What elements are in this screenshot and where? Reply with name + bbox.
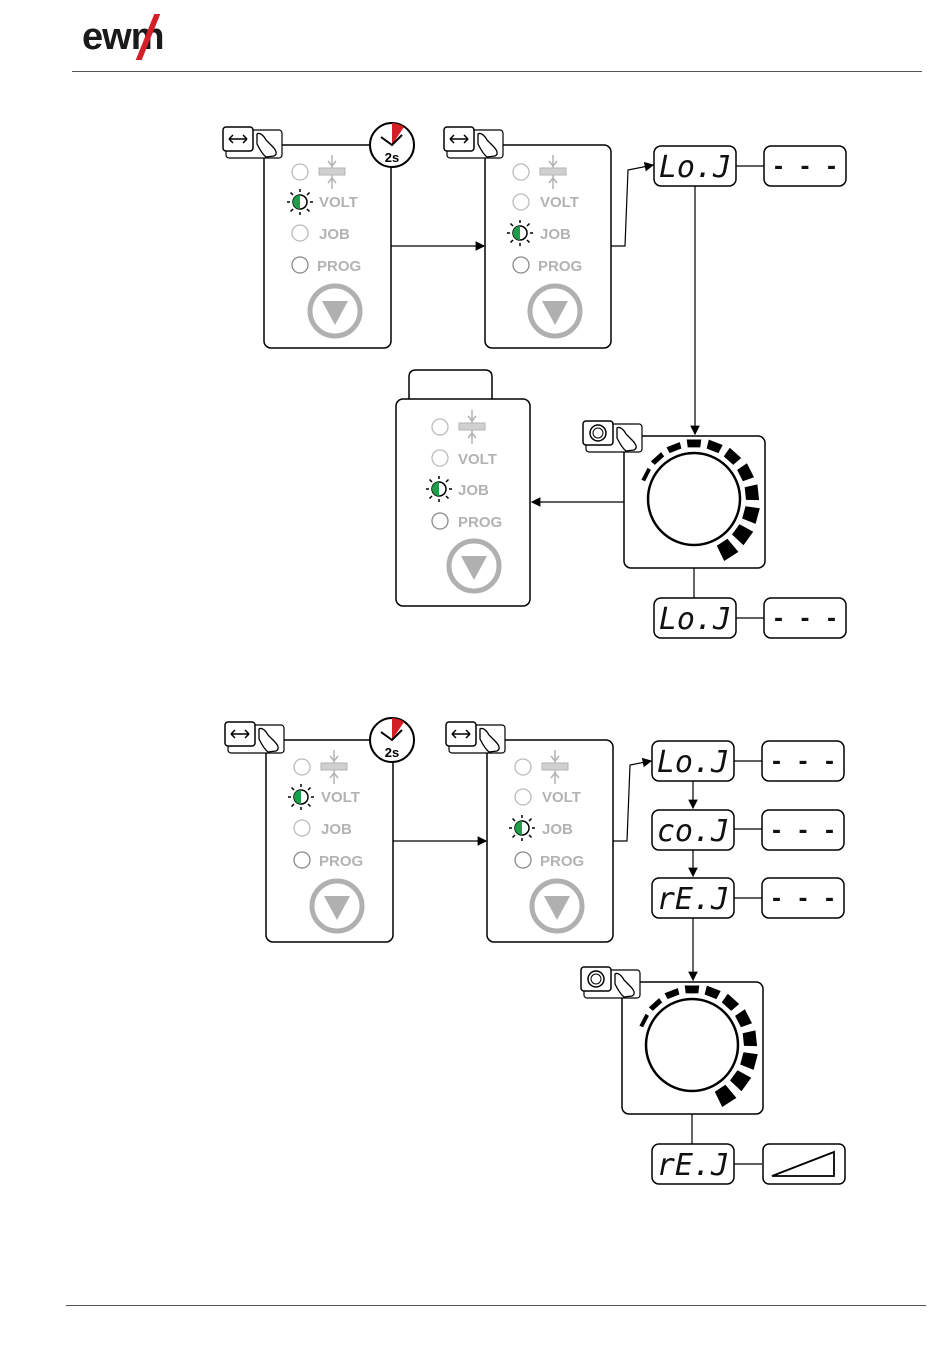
led-off-icon [432,513,448,529]
display-value-4: - - - [762,810,844,850]
display-value-3: - - - [762,741,844,781]
led-off-icon [513,257,529,273]
svg-text:2s: 2s [385,150,399,165]
volt-label: VOLT [319,194,358,211]
display-low-2: Lo.J [654,598,736,638]
display-value-2: - - - [764,598,846,638]
triangle-down-icon[interactable] [310,286,360,336]
job-label: JOB [321,821,352,838]
arrow-lr-hand-icon[interactable] [223,127,282,158]
display-value-1: - - - [764,146,846,186]
ramp-icon [763,1144,845,1184]
led-off-icon [292,164,308,180]
job-label: JOB [319,226,350,243]
display-rew-1: rE.J [652,878,734,918]
led-off-icon [292,225,308,241]
volt-label: VOLT [321,789,360,806]
svg-text:- - -: - - - [772,155,838,180]
svg-text:rE.J: rE.J [657,882,729,917]
svg-text:Lo.J: Lo.J [659,602,731,637]
control-panel-5: VOLT JOB PROG [487,740,613,942]
svg-text:- - -: - - - [770,750,836,775]
display-low-3: Lo.J [652,741,734,781]
volt-label: VOLT [540,194,579,211]
triangle-down-icon[interactable] [449,541,499,591]
rotary-knob-1[interactable] [624,436,765,568]
svg-text:Lo.J: Lo.J [659,150,731,185]
led-off-icon [513,194,529,210]
control-panel-4: VOLT JOB PROG [266,740,393,942]
led-off-icon [292,257,308,273]
arrow-lr-hand-icon[interactable] [446,722,505,753]
svg-text:co.J: co.J [657,814,729,849]
display-low-1: Lo.J [654,146,736,186]
led-off-icon [515,759,531,775]
prog-label: PROG [538,258,582,275]
job-label: JOB [542,821,573,838]
arrow-lr-hand-icon[interactable] [444,127,503,158]
job-label: JOB [458,482,489,499]
led-off-icon [294,820,310,836]
led-off-icon [515,852,531,868]
rotate-hand-icon[interactable] [583,421,642,452]
prog-label: PROG [540,853,584,870]
volt-label: VOLT [542,789,581,806]
prog-label: PROG [319,853,363,870]
control-panel-2: VOLT JOB PROG [485,145,611,348]
volt-label: VOLT [458,451,497,468]
led-off-icon [294,759,310,775]
prog-label: PROG [458,514,502,531]
svg-text:- - -: - - - [772,607,838,632]
svg-text:- - -: - - - [770,887,836,912]
arrow-lr-hand-icon[interactable] [225,722,284,753]
display-cow: co.J [652,810,734,850]
rotate-hand-icon[interactable] [581,967,640,998]
timer-2s-icon: 2s [370,123,414,167]
prog-label: PROG [317,258,361,275]
knob-tick [687,440,702,448]
display-value-5: - - - [762,878,844,918]
control-panel-3: VOLT JOB PROG [396,370,530,606]
knob-tick [685,986,700,994]
led-off-icon [432,450,448,466]
led-off-icon [432,419,448,435]
led-off-icon [515,789,531,805]
svg-text:Lo.J: Lo.J [657,745,729,780]
control-panel-1: VOLT JOB PROG [264,145,391,348]
display-rew-2: rE.J [652,1144,734,1184]
timer-2s-icon: 2s [370,718,414,762]
svg-text:- - -: - - - [770,819,836,844]
svg-text:rE.J: rE.J [657,1148,729,1183]
job-label: JOB [540,226,571,243]
led-off-icon [513,164,529,180]
triangle-down-icon[interactable] [530,286,580,336]
svg-text:2s: 2s [385,745,399,760]
triangle-down-icon[interactable] [532,881,582,931]
triangle-down-icon[interactable] [312,881,362,931]
led-off-icon [294,852,310,868]
rotary-knob-2[interactable] [622,982,763,1114]
